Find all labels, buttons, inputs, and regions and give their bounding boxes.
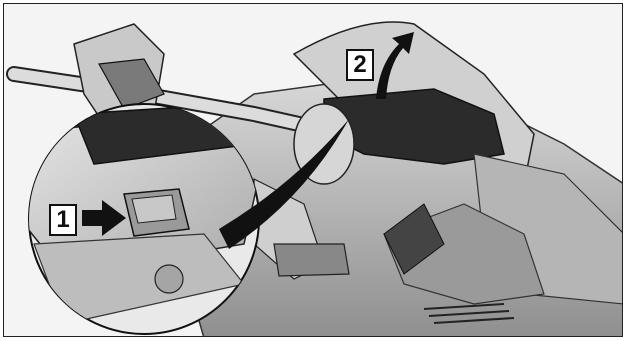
snowmobile-illustration [4,4,623,337]
illustration-frame: 1 2 [3,3,623,337]
callout-1: 1 [49,204,77,236]
callout-2: 2 [346,49,374,81]
